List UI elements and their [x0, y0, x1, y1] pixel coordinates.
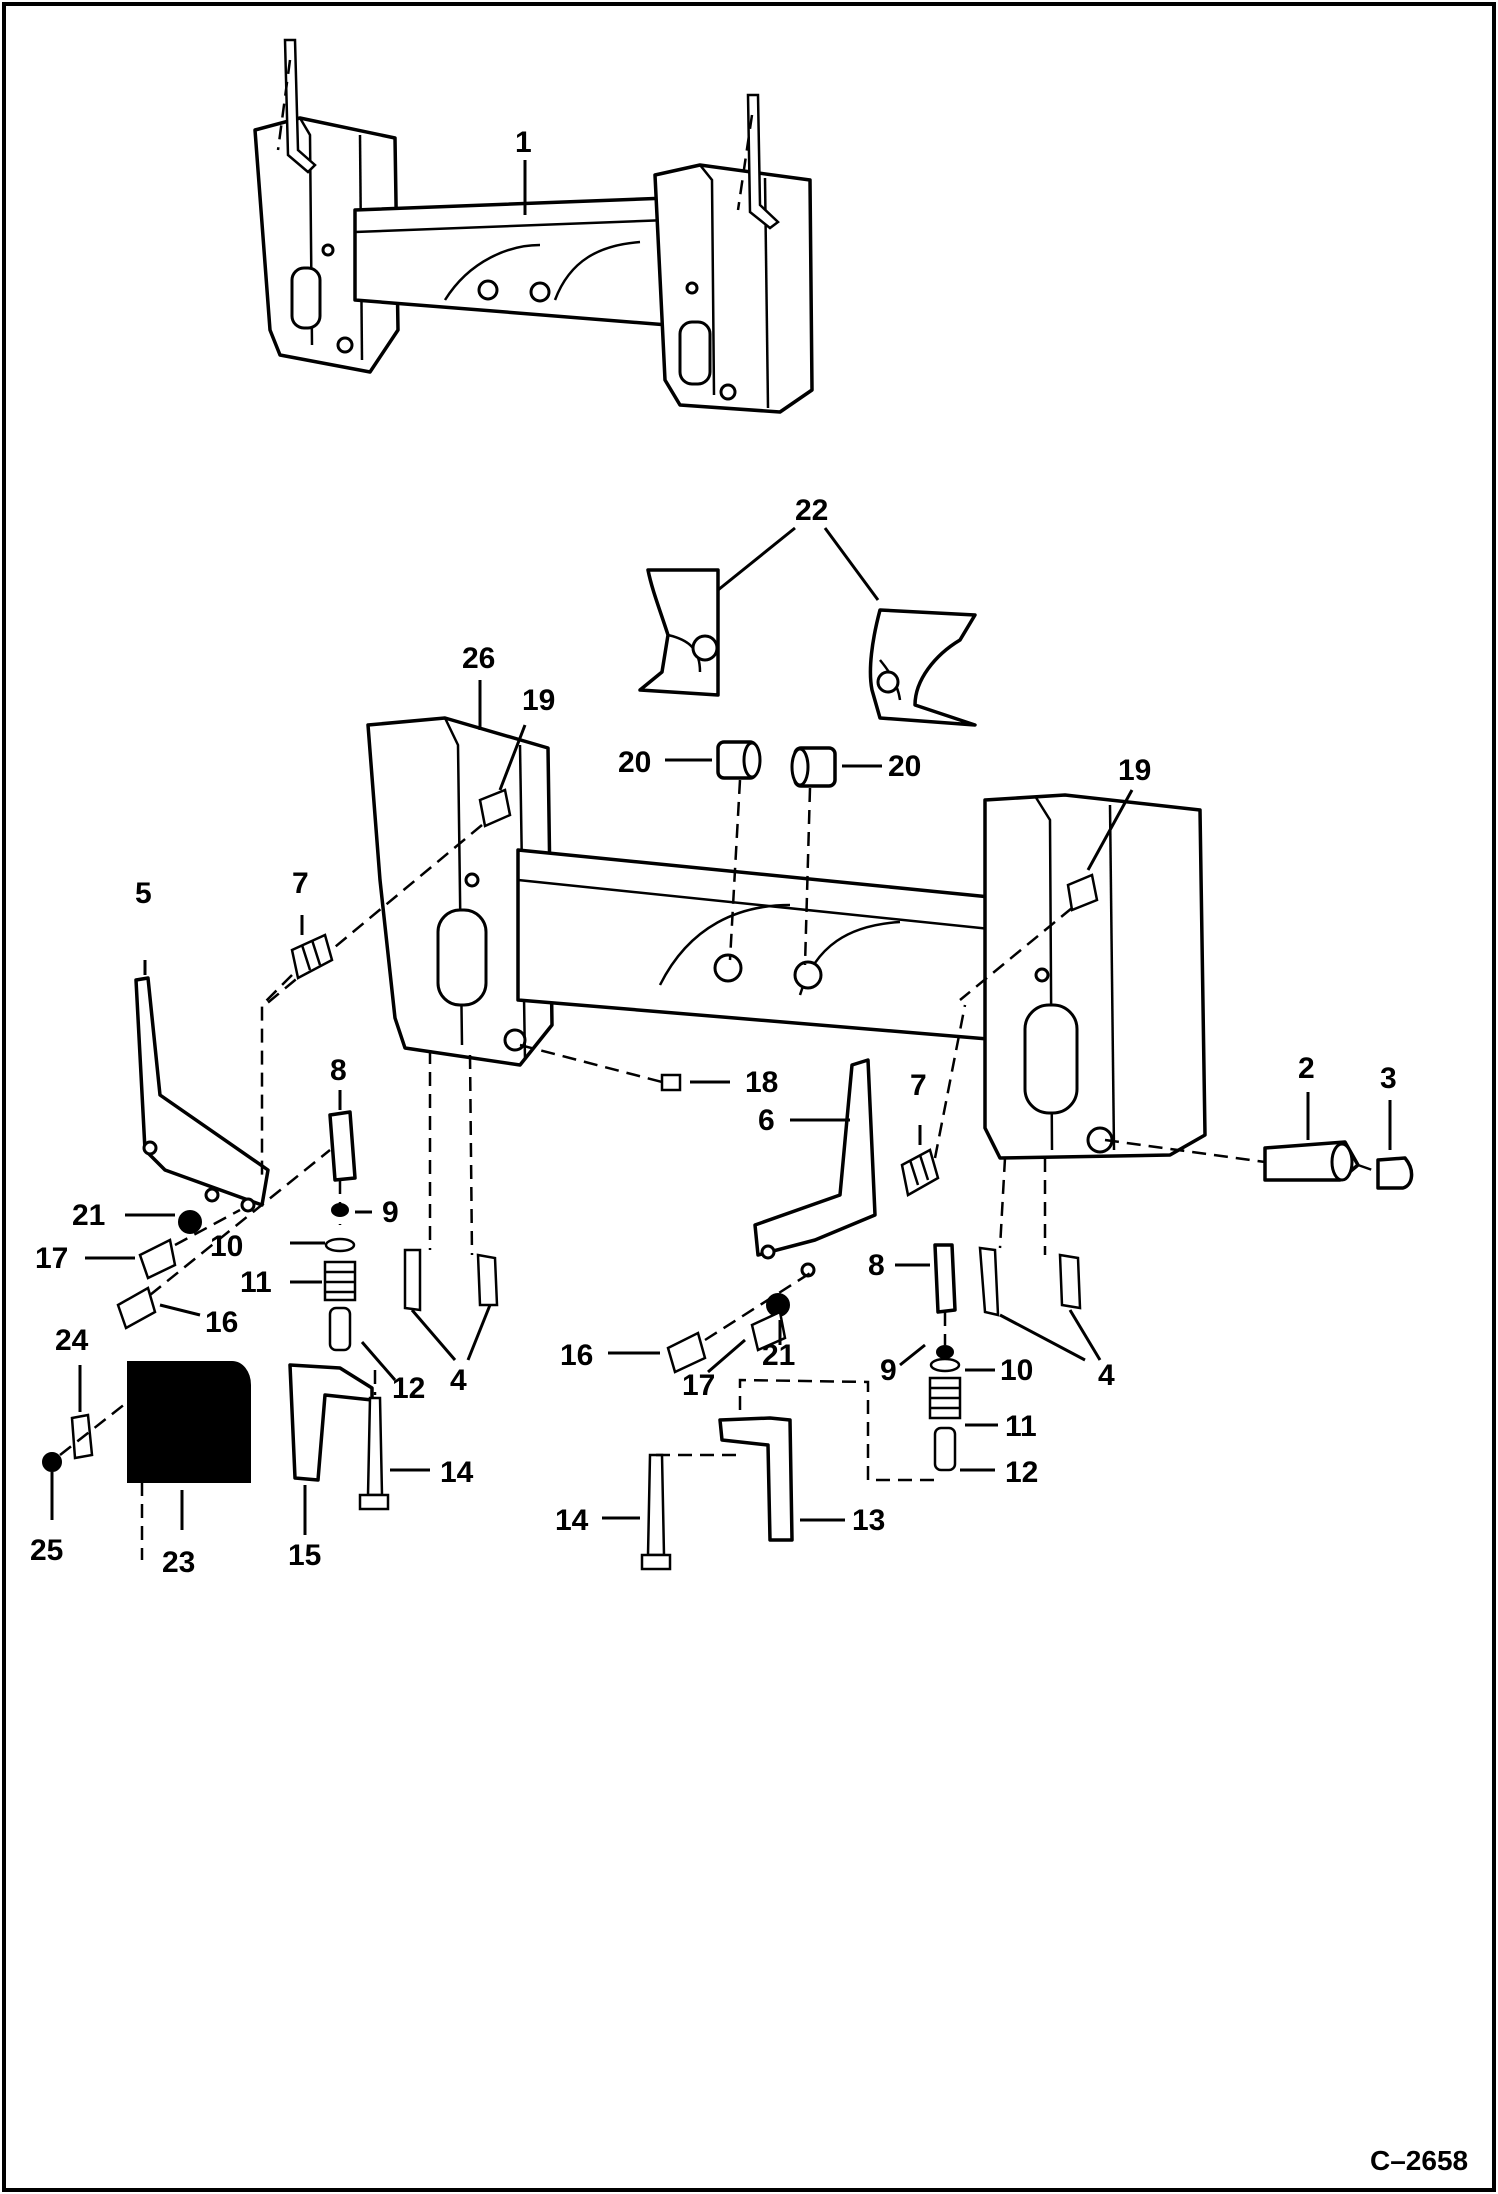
callout-21-right: 21 [762, 1339, 795, 1372]
weld-brackets [638, 526, 977, 727]
callout-2: 2 [1298, 1052, 1315, 1085]
callout-20-left: 20 [618, 746, 651, 779]
warning-plate [127, 1361, 251, 1483]
callout-8-left: 8 [330, 1054, 347, 1087]
leader-lines [50, 724, 1392, 1535]
exploded-mounting-frame [366, 680, 1207, 1160]
pin-cap [1376, 1156, 1414, 1190]
left-keeper-plates [403, 1050, 499, 1312]
callout-19-right: 19 [1118, 754, 1151, 787]
callout-4-right: 4 [1098, 1359, 1115, 1392]
callout-9-left: 9 [382, 1196, 399, 1229]
callout-12-left: 12 [392, 1372, 425, 1405]
callout-20-right: 20 [888, 750, 921, 783]
bushings-and-pins [264, 740, 1414, 1190]
callout-16-right: 16 [560, 1339, 593, 1372]
callout-3: 3 [1380, 1062, 1397, 1095]
callout-14-left: 14 [440, 1456, 474, 1489]
left-latch-hardware [42, 933, 390, 1560]
callout-15: 15 [288, 1539, 321, 1572]
callout-5: 5 [135, 877, 152, 910]
callout-8-right: 8 [868, 1249, 885, 1282]
callout-6: 6 [758, 1104, 775, 1137]
callout-4-left: 4 [450, 1364, 467, 1397]
callout-25: 25 [30, 1534, 63, 1567]
callout-14-right: 14 [555, 1504, 589, 1537]
callout-7-left: 7 [292, 867, 309, 900]
callout-24: 24 [55, 1324, 89, 1357]
callout-18: 18 [745, 1066, 778, 1099]
callout-22: 22 [795, 494, 828, 527]
callout-12-right: 12 [1005, 1456, 1038, 1489]
callout-17-left: 17 [35, 1242, 68, 1275]
callout-7-right: 7 [910, 1069, 927, 1102]
mounting-frame-assembly [253, 38, 814, 414]
callout-13: 13 [852, 1504, 885, 1537]
figure-reference: C–2658 [1370, 2145, 1468, 2176]
callout-17-right: 17 [682, 1369, 715, 1402]
callout-26: 26 [462, 642, 495, 675]
callout-16-left: 16 [205, 1306, 238, 1339]
callout-1: 1 [515, 126, 532, 159]
callout-19-left: 19 [522, 684, 555, 717]
callout-labels: 1 22 26 19 20 20 19 5 7 8 18 6 7 2 3 21 … [30, 126, 1397, 1579]
callout-21-left: 21 [72, 1199, 105, 1232]
callout-11-left: 11 [240, 1266, 272, 1299]
callout-10-left: 10 [210, 1230, 243, 1263]
callout-23: 23 [162, 1546, 195, 1579]
callout-10-right: 10 [1000, 1354, 1033, 1387]
right-latch-hardware [640, 1004, 1082, 1571]
callout-11-right: 11 [1005, 1410, 1037, 1443]
callout-9-right: 9 [880, 1354, 897, 1387]
